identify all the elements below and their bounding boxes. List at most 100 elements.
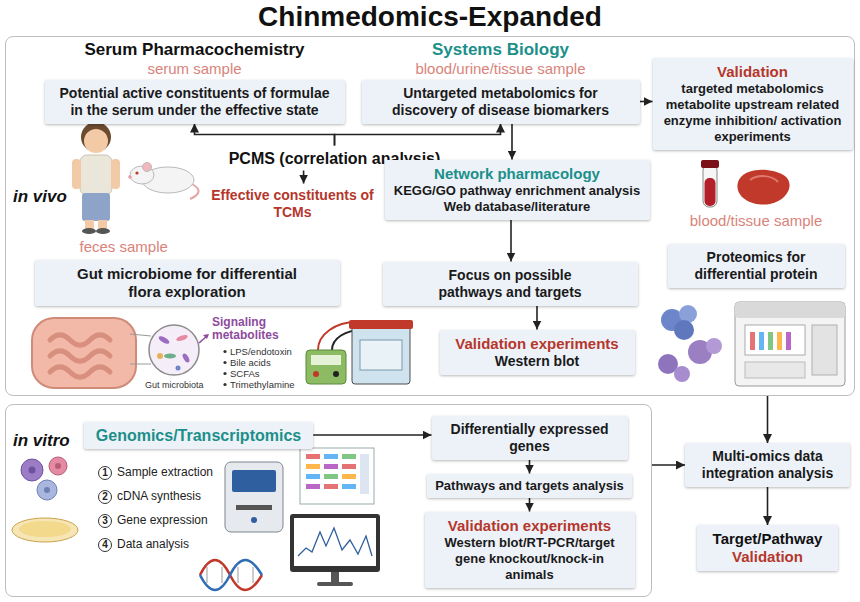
electrophoresis-figure [313,371,319,377]
flow-arrow [335,124,501,146]
sequencer-figure [225,462,283,532]
box-shape: Network pharmacologyKEGG/GO pathway enri… [385,160,650,220]
dna-figure [207,567,208,583]
gene-expression-figure [324,484,338,489]
bullet-dots [223,372,226,375]
box-text: targeted metabolomics metabolite upstrea… [661,81,845,145]
monitor-figure [331,572,339,582]
gene-expression-figure [324,474,338,479]
intestine-figure [50,335,110,377]
flow-arrow [640,101,653,103]
box-shape: Focus on possible pathways and targets [383,262,638,306]
figure-label: Gut microbiota [145,380,204,391]
box-shape: Target/PathwayValidation [697,525,838,571]
box-text: Untargeted metabolomics for discovery of… [370,85,632,119]
protein-figure [674,320,694,340]
flow-arrow [529,498,531,512]
result-label: Effective constituents of TCMs [203,184,383,224]
gene-expression-figure [342,484,356,489]
box-shape: Validation experimentsWestern blot/RT-PC… [425,512,635,588]
flow-arrow [510,220,512,262]
gene-expression-figure [306,484,320,489]
microbiota-figure [149,325,209,375]
box-text: Gut microbiome for differential flora ex… [75,265,300,301]
box-text: Multi-omics data integration analysis [693,448,842,482]
child-figure [96,228,110,234]
sequencer-figure [236,505,272,510]
sample-label: serum sample [45,60,345,78]
blood-tube-figure [705,178,716,206]
tissue-figure [737,170,789,205]
gene-expression-figure [306,464,320,469]
mass-spectrometer-figure [768,332,773,350]
sample-label: feces sample [35,238,340,256]
bullet-item: LPS/endotoxin [230,346,292,357]
flow-arrow [303,171,305,184]
bullet-dots [223,350,226,386]
electrophoresis-figure [306,350,346,384]
flow-arrow [767,396,769,443]
step-text: cDNA synthesis [117,489,201,503]
gene-expression-figure [300,448,374,504]
process-box: Target/PathwayValidation [697,525,838,571]
mass-spectrometer-figure [777,332,782,350]
child-figure [72,159,81,189]
box-heading: Validation [661,63,845,81]
flow-arrow [195,124,335,146]
intestine-figure [130,364,151,365]
box-shape: Pathways and targets analysis [427,474,632,498]
gene-expression-figure [306,474,320,479]
intestine-figure [130,334,151,336]
sample-label: blood/urine/tissue sample [362,60,640,78]
sequencer-figure [232,470,276,492]
child-figure [82,193,110,221]
mass-spectrometer-figure [745,362,805,378]
sequencer-figure [225,462,283,532]
gene-expression-figure [342,454,356,459]
microbiota-figure [203,334,209,339]
box-heading: Validation experiments [448,335,627,353]
text-holder: Effective constituents of TCMs [203,184,383,224]
microbiota-figure [164,354,176,359]
cells-figure [55,463,61,469]
bullet-item: SCFAs [230,368,260,379]
gene-expression-figure [324,464,338,469]
section-heading: Systems Biology [362,40,640,60]
region-panel: in vivoSerum Pharmacochemistryserum samp… [5,36,855,396]
box-shape: Multi-omics data integration analysis [685,443,850,487]
region-panel: in vitroGenomics/TranscriptomicsDifferen… [5,404,652,597]
box-heading: Target/Pathway [705,530,830,548]
electrophoresis-figure [360,340,402,370]
box-heading: Network pharmacology [393,165,642,183]
child-figure [84,129,108,153]
flow-arrow [536,306,538,330]
box-heading: Validation [705,548,830,566]
mass-spectrometer-figure [786,332,791,350]
step-number: 4 [98,538,112,552]
electrophoresis-figure [352,326,410,384]
intestine-figure [32,318,151,388]
rat-figure [128,175,132,179]
bullet-dots [223,350,226,353]
box-text: Western blot/RT-PCR/target gene knockout… [433,535,627,583]
blood-tube-figure [701,160,719,168]
gene-expression-figure [324,454,338,459]
microbiota-figure [176,334,189,343]
intestine-figure [32,318,136,388]
box-heading: Genomics/Transcriptomics [96,426,301,445]
microbiota-figure [149,325,199,375]
gene-expression-figure [342,474,356,479]
dna-figure [253,567,254,583]
monitor-figure [294,518,376,566]
process-box: blood/tissue sampleProteomics for differ… [668,212,845,288]
box-text: Focus on possible pathways and targets [417,267,604,301]
electrophoresis-figure [333,371,339,377]
flow-arrow [529,460,531,474]
box-text: Differentially expressed genes [440,421,620,455]
mass-spectrometer-figure [735,302,845,386]
process-box: Validation experimentsWestern blot/RT-PC… [425,512,635,588]
protein-figure [674,366,690,382]
process-box: Focus on possible pathways and targets [383,262,638,306]
flow-arrow [767,487,769,525]
